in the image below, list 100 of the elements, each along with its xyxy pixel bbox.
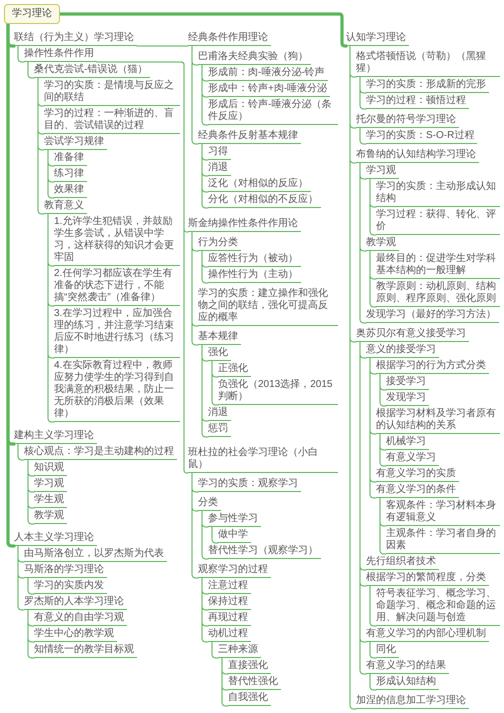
topic-label: 分类 — [198, 497, 221, 511]
branch-line — [212, 526, 218, 544]
topic-label: 符号表征学习、概念学习、命题学习、概念和命题的运用、解决问题与创造 — [376, 588, 500, 626]
topic-label: 布鲁纳的认知结构学习理论 — [356, 149, 479, 163]
topic-label: 教学观 — [366, 237, 399, 251]
branch-line — [380, 434, 386, 466]
topic-label: 联结（行为主义）学习理论 — [14, 32, 137, 46]
branch-line — [370, 250, 376, 308]
branch-line — [370, 642, 376, 658]
topic-label: 教学观 — [34, 510, 67, 524]
topic-label: 教学原则：动机原则、结构原则、程序原则、强化原则 — [376, 281, 500, 307]
topic-label: 先行组织者技术 — [366, 556, 439, 570]
topic-label: 习得 — [208, 146, 231, 160]
topic-label: 3.在学习过程中，应加强合理的练习，并注意学习结束后应不时地进行练习（练习律） — [54, 308, 180, 358]
branch-line — [360, 76, 366, 110]
topic-label: 学生中心的教学观 — [34, 628, 117, 642]
topic-label: 有意义学习的内部心理机制 — [366, 628, 489, 642]
branch-line — [192, 472, 198, 578]
topic-label: 客观条件：学习材料本身有逻辑意义 — [386, 500, 500, 526]
topic-label: 发现学习（最好的学习方法） — [366, 309, 499, 323]
branch-line — [370, 178, 376, 236]
topic-label: 发现学习 — [386, 392, 429, 406]
topic-label: 最终目的：促进学生对学科基本结构的一般理解 — [376, 253, 500, 279]
topic-label: 学习观 — [366, 165, 399, 179]
topic-label: 学习的实质：是情境与反应之间的联结 — [44, 80, 180, 106]
branch-line — [48, 150, 54, 198]
topic-label: 经典条件反射基本规律 — [198, 130, 301, 144]
topic-label: 学习的实质内发 — [34, 580, 107, 594]
topic-label: 形成后：铃声-唾液分泌（条件反应） — [208, 99, 338, 125]
topic-label: 基本规律 — [198, 331, 241, 345]
branch-line — [380, 374, 386, 406]
topic-label: 斯金纳操作性条件作用论 — [188, 218, 301, 232]
branch-line — [222, 658, 228, 706]
topic-label: 动机过程 — [208, 628, 251, 642]
topic-label: 做中学 — [218, 529, 251, 543]
topic-label: 形成前：肉-唾液分泌-铃声 — [208, 67, 328, 81]
branch-line — [212, 642, 218, 658]
topic-label: 有意义学习的实质 — [376, 468, 459, 482]
topic-label: 桑代克尝试-错误说（猫） — [34, 64, 150, 78]
branch-line — [202, 64, 208, 126]
topic-label: 强化 — [208, 347, 231, 361]
branch-line — [18, 46, 24, 62]
topic-label: 核心观点：学习是主动建构的过程 — [24, 446, 177, 460]
branch-line — [202, 578, 208, 642]
branch-line — [28, 610, 34, 658]
topic-label: 1.允许学生犯错误，并鼓励学生多尝试，从错误中学习，这样获得的知识才会更牢固 — [54, 216, 180, 266]
branch-line — [202, 144, 208, 208]
topic-label: 参与性学习 — [208, 513, 261, 527]
topic-label: 意义的接受学习 — [366, 344, 439, 358]
topic-label: 注意过程 — [208, 580, 251, 594]
topic-label: 巴甫洛夫经典实验（狗） — [198, 51, 311, 65]
topic-label: 知情统一的教学目标观 — [34, 644, 137, 658]
topic-label: 行为分类 — [198, 237, 241, 251]
branch-line — [28, 460, 34, 524]
topic-label: 教育意义 — [44, 200, 87, 214]
topic-label: 学习的实质：观察学习 — [198, 478, 301, 492]
topic-label: 操作性行为（主动） — [208, 269, 301, 283]
topic-label: 学习的实质：建立操作和强化物之间的联结，强化可提高反应的概率 — [198, 288, 338, 326]
topic-label: 泛化（对相似的反应） — [208, 178, 311, 192]
topic-label: 准备律 — [54, 152, 87, 166]
branch-line — [202, 344, 208, 438]
topic-label: 马斯洛的学习理论 — [24, 564, 107, 578]
topic-label: 接受学习 — [386, 376, 429, 390]
branch-line — [360, 162, 366, 324]
topic-label: 主观条件：学习者自身的因素 — [386, 528, 500, 554]
topic-label: 尝试学习规律 — [44, 136, 107, 150]
topic-label: 托尔曼的符号学习理论 — [356, 114, 459, 128]
topic-label: 有意义学习的结果 — [366, 660, 449, 674]
branch-line — [96, 62, 188, 474]
branch-line — [28, 578, 34, 594]
topic-label: 罗杰斯的人本学习理论 — [24, 596, 127, 610]
root-topic-box: 学习理论 — [4, 4, 60, 24]
topic-label: 知识观 — [34, 462, 67, 476]
branch-line — [6, 22, 16, 548]
topic-label: 分化（对相似的不反应） — [208, 194, 321, 208]
topic-label: 保持过程 — [208, 596, 251, 610]
topic-label: 根据学习材料及学习者原有的认知结构的关系 — [376, 408, 500, 434]
topic-label: 加涅的信息加工学习理论 — [356, 695, 469, 709]
topic-label: 有意义的自由学习观 — [34, 612, 127, 626]
topic-label: 形成认知结构 — [376, 676, 439, 690]
topic-label: 形成中：铃声+肉-唾液分泌 — [208, 83, 330, 97]
topic-label: 学生观 — [34, 494, 67, 508]
topic-label: 自我强化 — [228, 692, 271, 706]
branch-line — [18, 546, 24, 610]
branch-line — [202, 250, 208, 284]
branch-line — [38, 78, 44, 214]
branch-line — [202, 510, 208, 560]
branch-line — [58, 12, 348, 48]
branch-line — [18, 444, 24, 460]
topic-label: 惩罚 — [208, 423, 231, 437]
topic-label: 根据学习的繁简程度，分类 — [366, 572, 489, 586]
topic-label: 替代性学习（观察学习） — [208, 545, 321, 559]
topic-label: 4.在实际教育过程中，教师应努力使学生的学习得到自我满意的积极结果，防止一无所获的消极后果（效果律） — [54, 360, 180, 422]
topic-label: 学习的实质：主动形成认知结构 — [376, 181, 500, 207]
topic-label: 练习律 — [54, 168, 87, 182]
topic-label: 认知学习理论 — [346, 32, 409, 46]
topic-label: 班杜拉的社会学习理论（小白鼠） — [188, 447, 338, 473]
branch-line — [360, 128, 366, 144]
topic-label: 机械学习 — [386, 436, 429, 450]
topic-label: 正强化 — [218, 363, 251, 377]
